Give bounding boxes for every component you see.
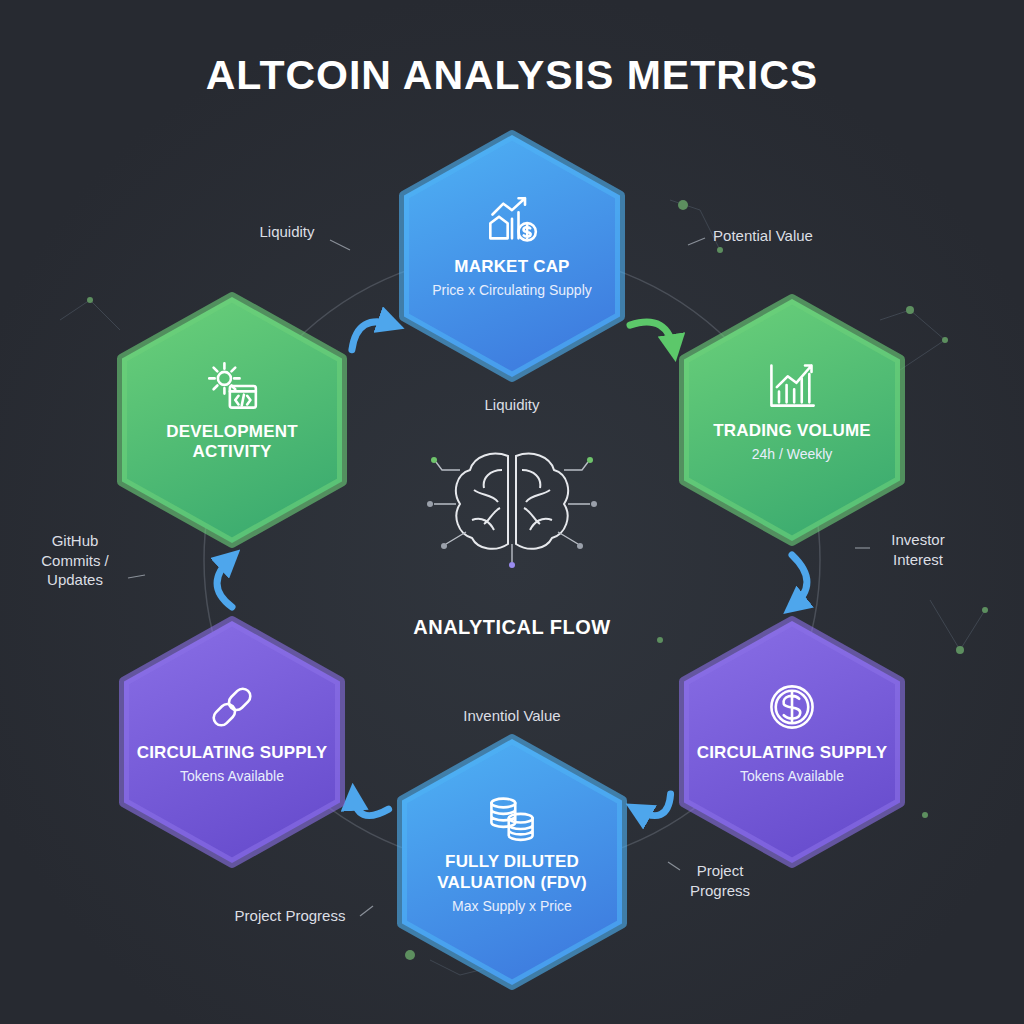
hexagon-shape	[678, 615, 906, 869]
metric-icon	[206, 681, 258, 733]
edge-label: Potential Value	[710, 225, 816, 247]
flow-arrow	[635, 794, 670, 816]
metric-subtitle: 24h / Weekly	[752, 446, 833, 464]
hexagon-content: CIRCULATING SUPPLY Tokens Available	[118, 615, 346, 869]
icon-graphic	[486, 790, 538, 842]
hexagon-shape	[116, 291, 348, 549]
flow-arrow	[630, 322, 674, 351]
edge-label: Project Progress	[232, 905, 349, 927]
metric-hexagon: TRADING VOLUME 24h / Weekly	[678, 293, 906, 547]
metric-icon	[766, 359, 818, 411]
flow-arrow	[792, 555, 807, 607]
edge-label: GitHub Commits / Updates	[25, 530, 126, 591]
diagram-title: ALTCOIN ANALYSIS METRICS	[0, 52, 1024, 99]
note-label: Inventiol Value	[460, 705, 563, 727]
metric-title: DEVELOPMENT ACTIVITY	[128, 422, 336, 463]
hexagon-shape	[118, 615, 346, 869]
brain-icon	[427, 454, 597, 568]
metric-subtitle: Tokens Available	[740, 768, 844, 786]
metric-icon	[766, 681, 818, 733]
hexagon-shape	[398, 129, 626, 383]
metric-title: CIRCULATING SUPPLY	[697, 743, 888, 763]
metric-title: CIRCULATING SUPPLY	[137, 743, 328, 763]
metric-icon	[206, 360, 258, 412]
metric-title: TRADING VOLUME	[713, 421, 871, 441]
flow-arrow	[217, 557, 232, 607]
hexagon-content: DEVELOPMENT ACTIVITY	[116, 291, 348, 549]
hexagon-shape	[678, 293, 906, 547]
hexagon-content: MARKET CAP Price x Circulating Supply	[398, 129, 626, 383]
metric-hexagon: CIRCULATING SUPPLY Tokens Available	[118, 615, 346, 869]
icon-graphic	[766, 359, 818, 411]
edge-label: Liquidity	[256, 221, 317, 243]
metric-title: MARKET CAP	[454, 257, 569, 277]
metric-hexagon: DEVELOPMENT ACTIVITY	[116, 291, 348, 549]
metric-hexagon: MARKET CAP Price x Circulating Supply	[398, 129, 626, 383]
metric-hexagon: FULLY DILUTED VALUATION (FDV) Max Supply …	[396, 733, 628, 991]
edge-label: Project Progress	[672, 860, 768, 901]
icon-graphic	[206, 681, 258, 733]
metric-subtitle: Price x Circulating Supply	[432, 282, 592, 300]
icon-graphic	[486, 195, 538, 247]
icon-graphic	[766, 681, 818, 733]
note-label: Liquidity	[481, 394, 542, 416]
metric-icon	[486, 790, 538, 842]
metric-icon	[486, 195, 538, 247]
center-label: ANALYTICAL FLOW	[410, 613, 614, 641]
edge-label: Investor Interest	[870, 529, 966, 570]
metric-title: FULLY DILUTED VALUATION (FDV)	[408, 852, 616, 893]
hexagon-content: CIRCULATING SUPPLY Tokens Available	[678, 615, 906, 869]
flow-arrow	[352, 322, 394, 350]
metric-hexagon: CIRCULATING SUPPLY Tokens Available	[678, 615, 906, 869]
metric-subtitle: Tokens Available	[180, 768, 284, 786]
flow-arrow	[353, 794, 388, 816]
metric-subtitle: Max Supply x Price	[452, 898, 572, 916]
icon-graphic	[206, 360, 258, 412]
hexagon-content: FULLY DILUTED VALUATION (FDV) Max Supply …	[396, 733, 628, 991]
hexagon-content: TRADING VOLUME 24h / Weekly	[678, 293, 906, 547]
